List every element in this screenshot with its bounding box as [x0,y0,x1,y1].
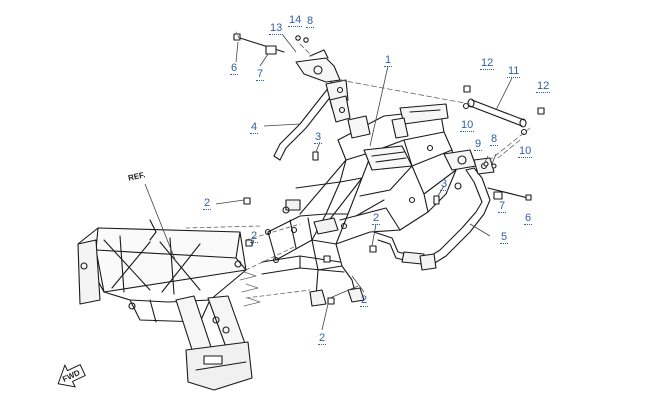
main-frame [261,103,477,307]
callout-8[interactable]: 8 [306,15,315,28]
callout-10[interactable]: 10 [518,145,533,158]
forward-arrow: FWD [57,363,86,388]
callout-1[interactable]: 1 [384,54,393,67]
callout-13[interactable]: 13 [269,22,284,35]
carets [239,271,261,307]
reference-guide-lines [185,223,311,299]
callout-4[interactable]: 4 [250,121,259,134]
callout-12[interactable]: 12 [536,80,551,93]
leader-lines [144,33,513,331]
callout-2[interactable]: 2 [360,294,369,307]
callout-14[interactable]: 14 [288,14,303,27]
rear-bracket-5 [419,157,495,271]
callout-6[interactable]: 6 [230,62,239,75]
callout-7[interactable]: 7 [498,200,507,213]
rod-11 [467,98,527,128]
callout-5[interactable]: 5 [500,231,509,244]
callout-10[interactable]: 10 [460,119,475,132]
callout-2[interactable]: 2 [318,332,327,345]
callout-7[interactable]: 7 [256,68,265,81]
callout-2[interactable]: 2 [203,197,212,210]
callout-2[interactable]: 2 [250,230,259,243]
callout-3[interactable]: 3 [440,178,449,191]
callout-2[interactable]: 2 [372,212,381,225]
upper-mount-bracket [295,49,341,83]
fasteners [233,33,545,305]
callout-8[interactable]: 8 [490,133,499,146]
reference-frame [77,219,253,391]
callout-9[interactable]: 9 [474,138,483,151]
alignment-lines [235,31,531,161]
front-bracket-4 [273,73,351,161]
callout-12[interactable]: 12 [480,57,495,70]
callout-3[interactable]: 3 [314,131,323,144]
callout-11[interactable]: 11 [507,65,521,78]
callout-6[interactable]: 6 [524,212,533,225]
